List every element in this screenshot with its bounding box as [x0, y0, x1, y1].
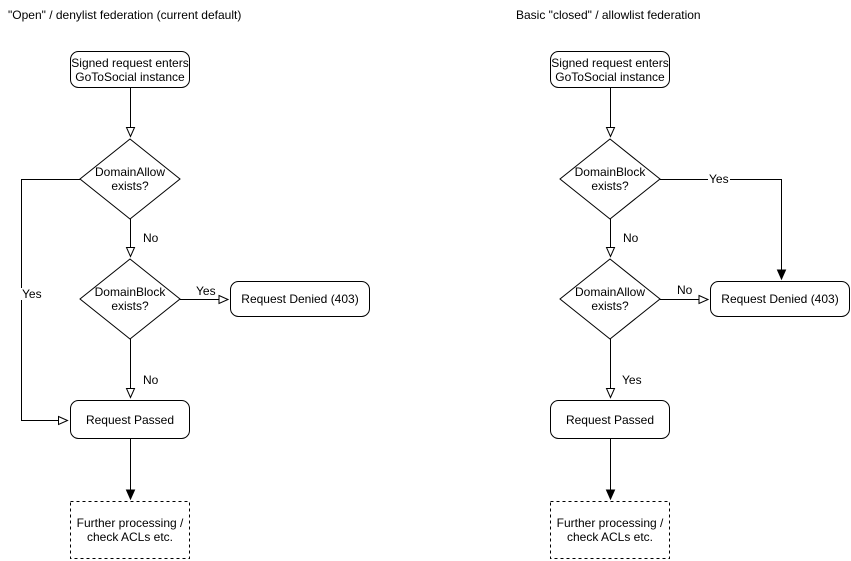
right-label-decision1-no: No	[622, 231, 640, 245]
left-start-box	[70, 51, 190, 88]
right-flowchart	[550, 51, 850, 559]
left-label-decision2-yes: Yes	[195, 284, 217, 298]
left-passed-box	[70, 400, 190, 439]
left-label-decision1-yes: Yes	[21, 287, 43, 301]
right-passed-box	[550, 400, 670, 439]
right-label-decision2-yes: Yes	[621, 373, 643, 387]
right-chart-title: Basic "closed" / allowlist federation	[516, 8, 701, 22]
right-decision1-diamond	[559, 138, 661, 220]
left-further-box	[70, 501, 190, 559]
right-label-decision1-yes: Yes	[708, 172, 730, 186]
right-denied-box	[710, 281, 850, 317]
right-edge-decision1-yes	[660, 179, 787, 281]
left-denied-box	[230, 281, 370, 317]
right-decision2-diamond	[559, 258, 661, 340]
right-further-box	[550, 501, 670, 559]
left-decision1-diamond	[79, 138, 181, 220]
left-label-decision1-no: No	[142, 231, 160, 245]
left-chart-title: "Open" / denylist federation (current de…	[8, 8, 242, 22]
left-flowchart	[21, 51, 370, 559]
left-edge-decision1-yes	[21, 179, 80, 426]
left-label-decision2-no: No	[142, 373, 160, 387]
right-label-decision2-no: No	[676, 283, 694, 297]
right-start-box	[550, 51, 670, 88]
left-decision2-diamond	[79, 258, 181, 340]
